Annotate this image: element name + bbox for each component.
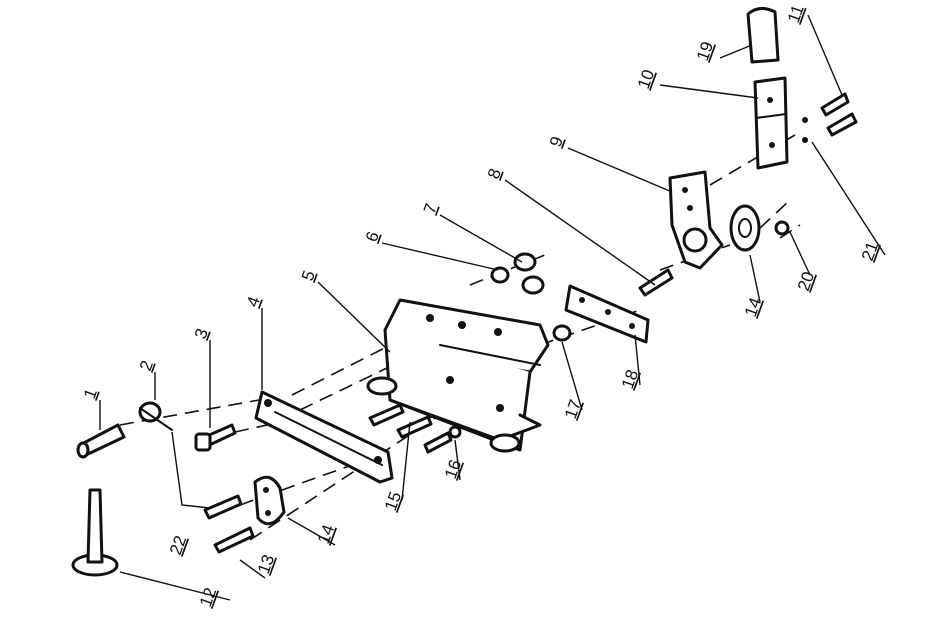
leader-lines bbox=[99, 14, 886, 601]
part-6-nut bbox=[490, 266, 510, 284]
part-3-bolt bbox=[194, 423, 237, 452]
part-4-plate bbox=[254, 390, 394, 484]
part-15-bolts bbox=[368, 403, 433, 439]
part-13-bolt bbox=[213, 526, 255, 554]
callout-17: 17 bbox=[561, 397, 585, 421]
callout-2: 2 bbox=[136, 358, 157, 373]
part-11-screw bbox=[820, 92, 850, 117]
part-1-pin bbox=[76, 423, 126, 459]
callout-11: 11 bbox=[784, 2, 808, 25]
callout-7: 7 bbox=[420, 201, 441, 216]
part-14-clamp-lower bbox=[253, 475, 286, 526]
callout-9: 9 bbox=[546, 134, 567, 149]
callout-5: 5 bbox=[298, 268, 319, 283]
callout-12: 12 bbox=[196, 585, 220, 609]
part-12-post bbox=[71, 488, 119, 577]
callout-4: 4 bbox=[243, 294, 264, 309]
part-20-washer bbox=[774, 220, 790, 236]
callout-10: 10 bbox=[634, 67, 658, 91]
part-9-arm bbox=[668, 170, 724, 270]
part-8-bolt bbox=[638, 268, 674, 297]
part-7-nuts bbox=[513, 252, 545, 295]
part-19-cap bbox=[746, 7, 780, 64]
part-16-nut bbox=[423, 425, 462, 454]
part-14-collar-upper bbox=[729, 204, 761, 252]
callout-3: 3 bbox=[191, 326, 212, 341]
part-10-sleeve bbox=[753, 76, 789, 170]
callout-14-lower: 14 bbox=[314, 522, 338, 546]
callout-21: 21 bbox=[858, 239, 882, 263]
callout-1: 1 bbox=[80, 386, 101, 401]
callout-22: 22 bbox=[166, 533, 190, 557]
part-17-nut bbox=[552, 324, 572, 342]
part-18-bar bbox=[564, 284, 650, 344]
callout-16: 16 bbox=[441, 457, 465, 481]
callout-6: 6 bbox=[362, 229, 383, 244]
part-21-screw bbox=[802, 112, 858, 143]
callout-14-upper: 14 bbox=[741, 295, 765, 319]
part-22-bolt bbox=[203, 494, 243, 520]
callout-15: 15 bbox=[381, 489, 405, 513]
callout-20: 20 bbox=[794, 269, 818, 293]
callout-8: 8 bbox=[484, 166, 505, 181]
part-5-frame bbox=[366, 298, 550, 453]
callout-19: 19 bbox=[693, 39, 717, 63]
part-2-clip bbox=[138, 401, 173, 431]
